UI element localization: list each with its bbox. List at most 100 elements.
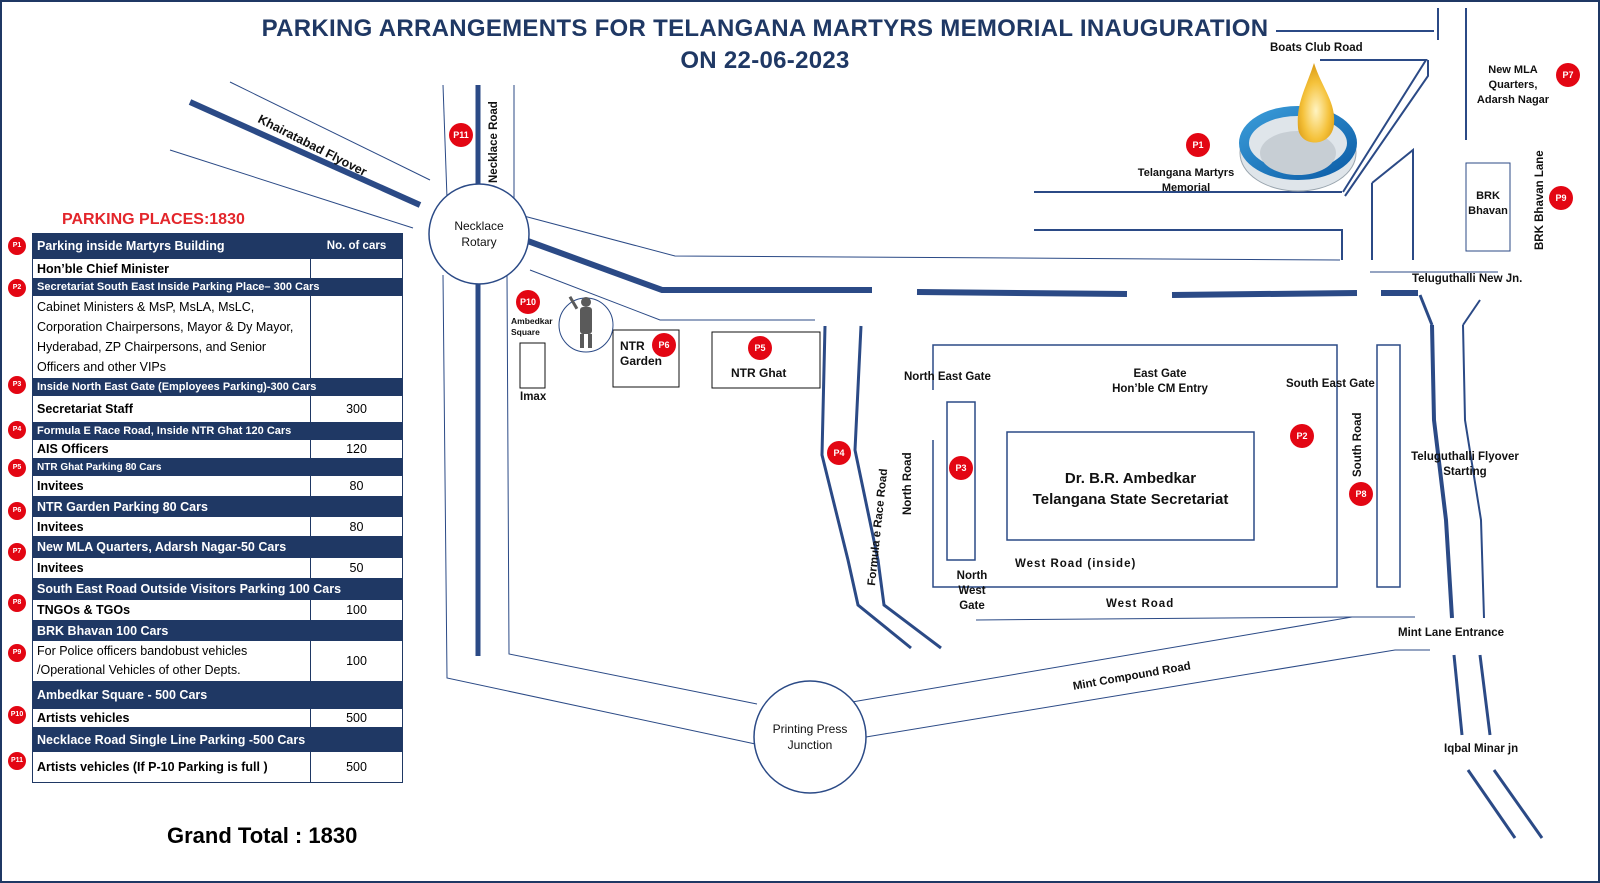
- martyrs-memorial-illustration: [1239, 63, 1357, 192]
- row-cars: 500: [310, 751, 403, 783]
- iqbal-minar-diag-right: [1492, 769, 1544, 839]
- north-east-gate-label: North East Gate: [904, 371, 991, 383]
- table-row: Invitees 50: [32, 557, 403, 579]
- teluguthalli-flyover-road-right: [1462, 324, 1485, 619]
- table-row: Artists vehicles 500: [32, 708, 403, 728]
- section-title: NTR Ghat Parking 80 Cars: [32, 458, 403, 476]
- row-cars: [310, 295, 403, 379]
- map-pin-p8[interactable]: P8: [1349, 482, 1373, 506]
- necklace-rotary-circle: [428, 183, 530, 285]
- row-allottee: Secretariat Staff: [32, 395, 311, 423]
- boats-club-curve: [1344, 60, 1429, 197]
- printing-press-circle: [753, 680, 867, 794]
- table-pin-p4: P4: [8, 421, 26, 439]
- map-pin-p2[interactable]: P2: [1290, 424, 1314, 448]
- south-road-parking-strip: [1376, 344, 1401, 588]
- ntr-garden-block: [612, 329, 680, 388]
- row-cars: 500: [310, 708, 403, 728]
- new-mla-quarters-label: New MLA Quarters, Adarsh Nagar: [1476, 64, 1550, 106]
- table-pin-p6: P6: [8, 502, 26, 520]
- table-section-header: NTR Ghat Parking 80 Cars: [32, 458, 403, 476]
- row-cars: 100: [310, 599, 403, 621]
- table-section-header: NTR Garden Parking 80 Cars: [32, 496, 403, 517]
- table-pin-p11: P11: [8, 752, 26, 770]
- table-section-header: New MLA Quarters, Adarsh Nagar-50 Cars: [32, 536, 403, 558]
- formula-e-road-right: [853, 325, 942, 650]
- map-pin-p3[interactable]: P3: [949, 456, 973, 480]
- main-road-thick-east: [1171, 290, 1358, 298]
- west-road-label: West Road: [1106, 598, 1175, 610]
- table-row: Artists vehicles (If P-10 Parking is ful…: [32, 751, 403, 783]
- table-section-header: Formula E Race Road, Inside NTR Ghat 120…: [32, 422, 403, 440]
- ambedkar-square-label: Ambedkar Square: [511, 316, 553, 337]
- table-row: TNGOs & TGOs 100: [32, 599, 403, 621]
- boats-club-road-lower: [1320, 59, 1428, 193]
- secretariat-building-label: Dr. B.R. Ambedkar Telangana State Secret…: [1032, 470, 1229, 508]
- row-cars: 50: [310, 557, 403, 579]
- table-section-header: Secretariat South East Inside Parking Pl…: [32, 278, 403, 296]
- row-allottee: Invitees: [32, 557, 311, 579]
- cars-column-header: No. of cars: [310, 233, 403, 259]
- teluguthalli-flyover-curve-left: [1418, 294, 1434, 326]
- north-west-gate-label: North West Gate: [956, 570, 988, 612]
- parking-places-heading: PARKING PLACES:1830: [62, 211, 245, 228]
- row-allottee: Artists vehicles (If P-10 Parking is ful…: [32, 751, 311, 783]
- parking-places-table: Parking inside Martyrs Building No. of c…: [32, 233, 403, 783]
- section-title: Inside North East Gate (Employees Parkin…: [32, 378, 403, 396]
- map-pin-p11[interactable]: P11: [449, 123, 473, 147]
- map-pin-p6[interactable]: P6: [652, 333, 676, 357]
- secretariat-compound-outline: [932, 344, 1338, 588]
- iqbal-minar-road-left: [1452, 654, 1464, 736]
- west-road-inside-label: West Road (inside): [1015, 558, 1137, 570]
- table-row: Invitees 80: [32, 516, 403, 537]
- table-pin-p5: P5: [8, 459, 26, 477]
- north-road-parking-strip: [946, 401, 976, 561]
- map-pin-p10[interactable]: P10: [516, 290, 540, 314]
- teluguthalli-flyover-curve-right: [1462, 299, 1481, 326]
- map-pin-p9[interactable]: P9: [1549, 186, 1573, 210]
- section-title: NTR Garden Parking 80 Cars: [32, 496, 403, 517]
- map-pin-p7[interactable]: P7: [1556, 63, 1580, 87]
- main-road-thick-west: [523, 237, 872, 293]
- ntr-ghat-block: [711, 331, 821, 389]
- map-pin-p1[interactable]: P1: [1186, 133, 1210, 157]
- necklace-road-west-edge: [442, 274, 761, 746]
- table-row: Hon’ble Chief Minister: [32, 258, 403, 279]
- khairatabad-flyover-road: [188, 99, 422, 208]
- map-pin-p5[interactable]: P5: [748, 336, 772, 360]
- table-section-header: Ambedkar Square - 500 Cars: [32, 681, 403, 709]
- memorial-road-lower: [1034, 229, 1343, 260]
- martyrs-memorial-label: Telangana Martyrs Memorial: [1137, 167, 1235, 194]
- row-allottee: Artists vehicles: [32, 708, 311, 728]
- row-allottee: Invitees: [32, 475, 311, 497]
- section-title: Secretariat South East Inside Parking Pl…: [32, 278, 403, 296]
- printing-press-label: Printing Press Junction: [772, 722, 848, 752]
- table-section-header: Necklace Road Single Line Parking -500 C…: [32, 727, 403, 752]
- row-cars: 300: [310, 395, 403, 423]
- table-section-header: Parking inside Martyrs Building No. of c…: [32, 233, 403, 259]
- ambedkar-statue-icon: [568, 295, 592, 348]
- map-pin-p4[interactable]: P4: [827, 441, 851, 465]
- brk-bhavan-label: BRK Bhavan: [1468, 190, 1508, 217]
- section-title: South East Road Outside Visitors Parking…: [32, 578, 403, 600]
- ntr-garden-label: NTR Garden: [620, 339, 663, 368]
- main-road-lower-edge: [529, 269, 815, 321]
- map-title-line1: PARKING ARRANGEMENTS FOR TELANGANA MARTY…: [261, 15, 1269, 42]
- necklace-rotary-label: Necklace Rotary: [454, 219, 504, 249]
- table-section-header: BRK Bhavan 100 Cars: [32, 620, 403, 641]
- necklace-road-east-edge: [506, 274, 758, 705]
- table-pin-p8: P8: [8, 594, 26, 612]
- row-allottee: TNGOs & TGOs: [32, 599, 311, 621]
- table-pin-p1: P1: [8, 237, 26, 255]
- section-title: BRK Bhavan 100 Cars: [32, 620, 403, 641]
- secretariat-building-box: [1006, 431, 1255, 541]
- mint-compound-road-lower: [865, 649, 1430, 738]
- table-row: AIS Officers 120: [32, 439, 403, 459]
- khairatabad-road-outline-upper: [229, 81, 431, 181]
- brk-bhavan-block: [1465, 162, 1511, 252]
- row-cars: 80: [310, 475, 403, 497]
- east-gate-label: East Gate Hon’ble CM Entry: [1112, 368, 1208, 395]
- necklace-road-label: Necklace Road: [488, 101, 500, 183]
- main-road-thick-mid: [916, 289, 1128, 297]
